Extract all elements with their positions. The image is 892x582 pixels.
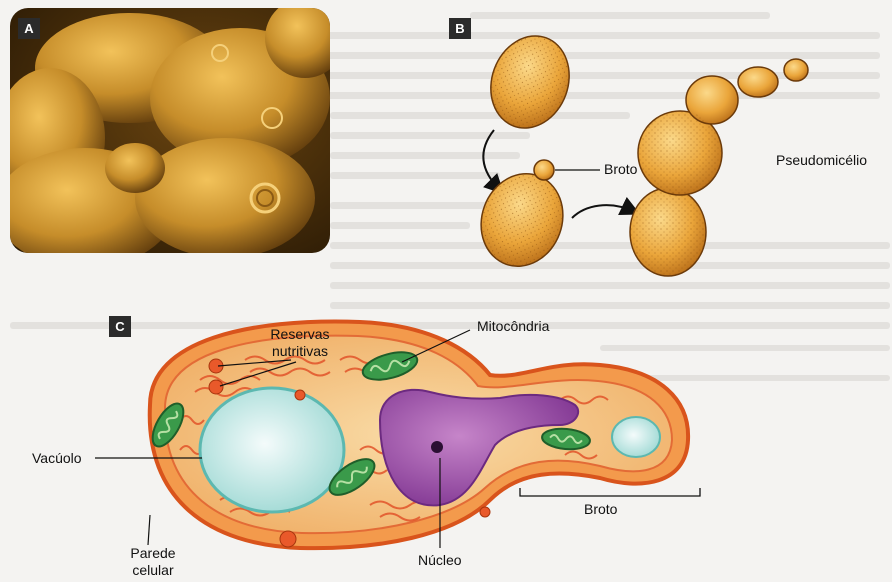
label-reserves: Reservas nutritivas [245,326,355,360]
label-reserves-line2: nutritivas [245,343,355,360]
bud-bracket [520,488,700,496]
label-cell-wall: Parede celular [118,545,188,579]
label-vacuole: Vacúolo [32,450,82,466]
label-cell-wall-line2: celular [118,562,188,579]
bud-vacuole [612,417,660,457]
label-mitochondria: Mitocôndria [477,318,549,334]
nucleolus [431,441,443,453]
label-nucleus: Núcleo [418,552,462,568]
vacuole [200,388,344,512]
label-reserves-line1: Reservas [245,326,355,343]
label-bud-c: Broto [584,501,617,517]
label-cell-wall-line1: Parede [118,545,188,562]
